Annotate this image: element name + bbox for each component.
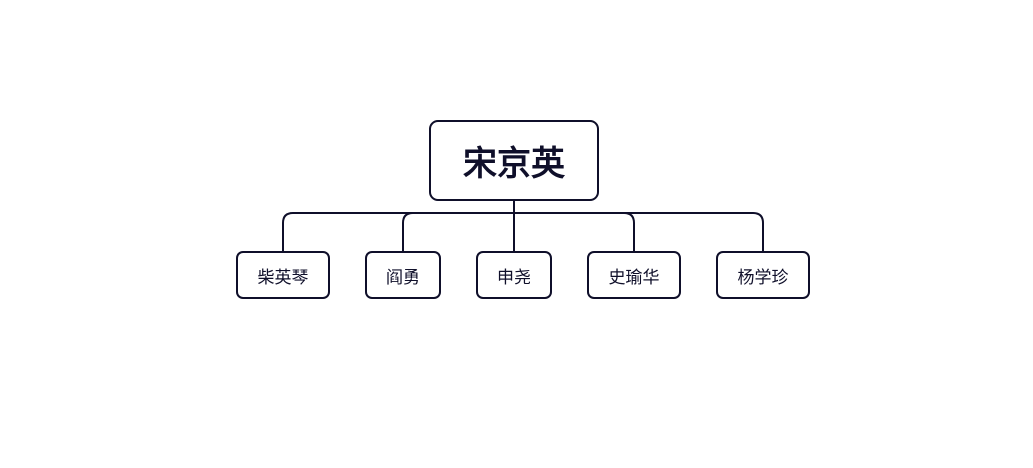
root-node: 宋京英 [429, 120, 599, 201]
child-node: 史瑜华 [587, 251, 681, 299]
child-node: 杨学珍 [716, 251, 810, 299]
root-node-label: 宋京英 [463, 144, 565, 184]
child-node: 柴英琴 [236, 251, 330, 299]
connector-to-child-1 [402, 212, 414, 251]
child-node-label: 申尧 [497, 267, 531, 288]
connector-to-child-3 [623, 212, 635, 251]
connector-bus [282, 212, 764, 251]
child-node: 申尧 [476, 251, 552, 299]
child-node-label: 杨学珍 [737, 267, 789, 288]
child-node: 阎勇 [365, 251, 441, 299]
child-node-label: 阎勇 [386, 267, 420, 288]
child-node-label: 史瑜华 [608, 267, 660, 288]
child-node-label: 柴英琴 [257, 267, 309, 288]
